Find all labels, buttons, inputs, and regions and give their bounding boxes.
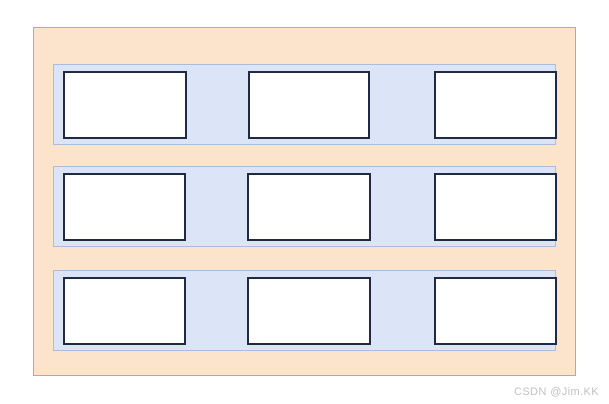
row-3-box-2 xyxy=(247,277,371,345)
row-band-2 xyxy=(53,166,557,247)
row-1-box-3 xyxy=(434,71,557,139)
row-band-1 xyxy=(53,64,557,145)
row-1-box-2 xyxy=(248,71,370,139)
row-2-box-2 xyxy=(247,173,371,241)
row-band-3 xyxy=(53,270,557,351)
row-3-box-1 xyxy=(63,277,186,345)
outer-container xyxy=(33,27,576,376)
row-1-box-1 xyxy=(63,71,187,139)
watermark: CSDN @Jim.KK xyxy=(513,386,599,398)
row-2-box-3 xyxy=(434,173,557,241)
row-3-box-3 xyxy=(434,277,557,345)
row-2-box-1 xyxy=(63,173,186,241)
